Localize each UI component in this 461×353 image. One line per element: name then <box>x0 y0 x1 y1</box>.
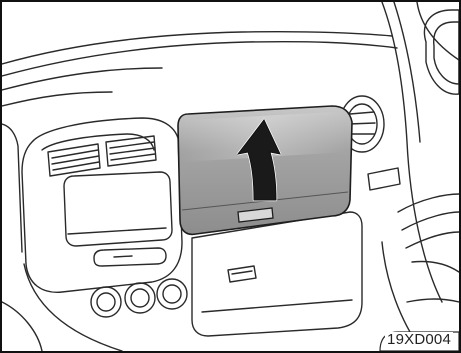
right-dash-switch <box>368 168 400 190</box>
left-panel <box>2 124 42 351</box>
left-air-vent <box>48 144 100 176</box>
climate-knobs <box>91 279 187 317</box>
audio-slot <box>94 248 166 266</box>
console-display <box>64 172 172 246</box>
figure-code-label: 19XD004 <box>385 332 453 348</box>
side-mirror <box>424 10 459 94</box>
glove-box-handle <box>228 266 256 282</box>
dashboard-top-edge <box>2 32 397 106</box>
passenger-door <box>382 194 459 351</box>
console-lower-edge <box>24 264 122 351</box>
